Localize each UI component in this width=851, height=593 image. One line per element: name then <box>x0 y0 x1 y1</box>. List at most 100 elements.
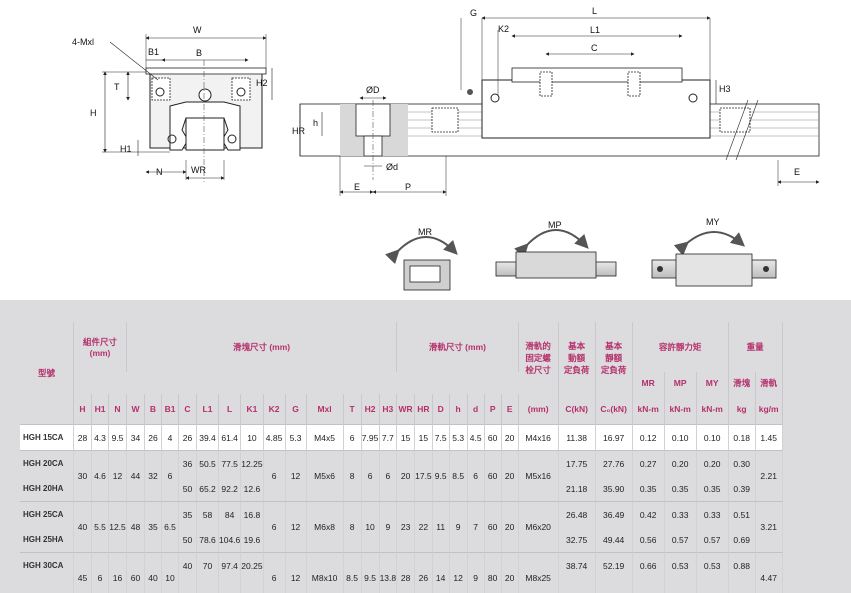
cell: 50 <box>179 476 197 501</box>
cell: 6 <box>162 450 179 501</box>
cell: 50 <box>179 527 197 552</box>
col-static-load: 基本靜額定負荷 <box>596 322 633 394</box>
col-dynamic-load: 基本動額定負荷 <box>559 322 596 394</box>
label-h3: H3 <box>719 84 731 94</box>
technical-drawings: 4-Mxl W B1 B T H2 H H1 N WR <box>72 6 820 291</box>
cell: 10 <box>361 501 380 552</box>
col-d-small: d <box>468 394 485 424</box>
cell: 9 <box>467 552 485 593</box>
cell: 40 <box>74 501 92 552</box>
cell: 4.85 <box>263 424 286 450</box>
cell: 16.97 <box>595 424 633 450</box>
label-h: H <box>90 108 97 118</box>
label-my: MY <box>706 217 720 227</box>
label-g: G <box>470 8 477 18</box>
cell: 38.74 <box>558 552 596 578</box>
cell: 7 <box>467 501 485 552</box>
col-e: E <box>502 394 519 424</box>
cell: 60 <box>484 424 502 450</box>
cell: 23 <box>397 501 416 552</box>
col-k2: K2 <box>264 394 286 424</box>
label-od-small: Ød <box>386 162 398 172</box>
cell: 70 <box>197 552 219 578</box>
cell: 0.27 <box>632 450 665 476</box>
cell: 36 <box>179 450 197 476</box>
cell: 7.95 <box>361 424 380 450</box>
cell: 50.5 <box>197 450 219 476</box>
cell: 15 <box>397 424 416 450</box>
cell: 60 <box>484 501 502 552</box>
col-c-unit: C(kN) <box>559 394 596 424</box>
cell: 11.38 <box>558 424 596 450</box>
cell: 0.53 <box>696 552 729 578</box>
cell: 12.25 <box>241 450 264 476</box>
spec-table: 型號 組件尺寸(mm) 滑塊尺寸 (mm) 滑軌尺寸 (mm) 滑軌的固定螺栓尺… <box>20 322 783 593</box>
cell: 27.76 <box>595 450 633 476</box>
col-l: L <box>219 394 242 424</box>
col-rail-dims: 滑軌尺寸 (mm) <box>397 322 519 372</box>
label-h2: H2 <box>256 78 268 88</box>
col-mxl: Mxl <box>307 394 344 424</box>
cell <box>697 578 729 593</box>
cell: 28 <box>397 552 416 593</box>
cell: 80 <box>484 552 502 593</box>
col-rail-bolt: 滑軌的固定螺栓尺寸 <box>519 322 559 394</box>
front-view-drawing <box>102 34 273 182</box>
cell <box>559 578 596 593</box>
col-n: N <box>109 394 127 424</box>
col-p: P <box>485 394 502 424</box>
cell: 0.30 <box>728 450 756 476</box>
cell: 35.90 <box>596 476 633 501</box>
cell: 0.88 <box>728 552 756 578</box>
cell: 12.6 <box>241 476 264 501</box>
cell: 9.5 <box>361 552 380 593</box>
model-cell: HGH 15CA <box>20 424 74 450</box>
cell: 0.39 <box>729 476 756 501</box>
cell: 0.33 <box>664 501 697 527</box>
col-d-large: D <box>433 394 450 424</box>
cell: 97.4 <box>219 552 242 578</box>
col-b1: B1 <box>162 394 179 424</box>
col-mp: MP <box>665 372 697 394</box>
cell: 22 <box>415 501 433 552</box>
cell: 9 <box>379 501 398 552</box>
cell: 12.5 <box>109 501 127 552</box>
cell: 6 <box>379 450 398 501</box>
cell: 49.44 <box>596 527 633 552</box>
col-l1: L1 <box>197 394 219 424</box>
cell: 7.5 <box>432 424 450 450</box>
cell: 20 <box>501 501 519 552</box>
col-wr: WR <box>397 394 416 424</box>
col-rail-weight-unit: kg/m <box>756 394 783 424</box>
cell: 40 <box>179 552 197 578</box>
model-cell: HGH 25HA <box>20 527 74 552</box>
col-rail-weight: 滑軌 <box>756 372 783 394</box>
col-h2: H2 <box>362 394 380 424</box>
cell: 48 <box>127 501 145 552</box>
cell: 65.2 <box>197 476 219 501</box>
table-row: HGH 30CA 45 6 16 60 40 10 40 70 97.4 20.… <box>20 552 783 593</box>
cell: 9 <box>449 501 468 552</box>
cell: 61.4 <box>219 424 242 450</box>
col-my-unit: kN-m <box>697 394 729 424</box>
label-n: N <box>156 167 163 177</box>
table-row: HGH 20HA 50 65.2 92.2 12.6 21.18 35.90 0… <box>20 476 783 501</box>
label-h1: H1 <box>120 144 132 154</box>
cell: 20 <box>501 450 519 501</box>
col-block-weight: 滑塊 <box>729 372 756 394</box>
col-g: G <box>286 394 307 424</box>
cell <box>197 578 219 593</box>
cell: 35 <box>179 501 197 527</box>
label-wr: WR <box>191 165 206 175</box>
cell: 14 <box>432 552 450 593</box>
cell: 28 <box>74 424 92 450</box>
moment-mp-drawing <box>495 229 617 279</box>
cell: 77.5 <box>219 450 242 476</box>
model-cell: HGH 25CA <box>20 501 74 527</box>
col-mr: MR <box>633 372 665 394</box>
label-hr: HR <box>292 126 305 136</box>
cell: 8 <box>343 501 362 552</box>
cell: 4.5 <box>467 424 485 450</box>
cell: 35 <box>145 501 162 552</box>
label-h-small: h <box>313 118 318 128</box>
